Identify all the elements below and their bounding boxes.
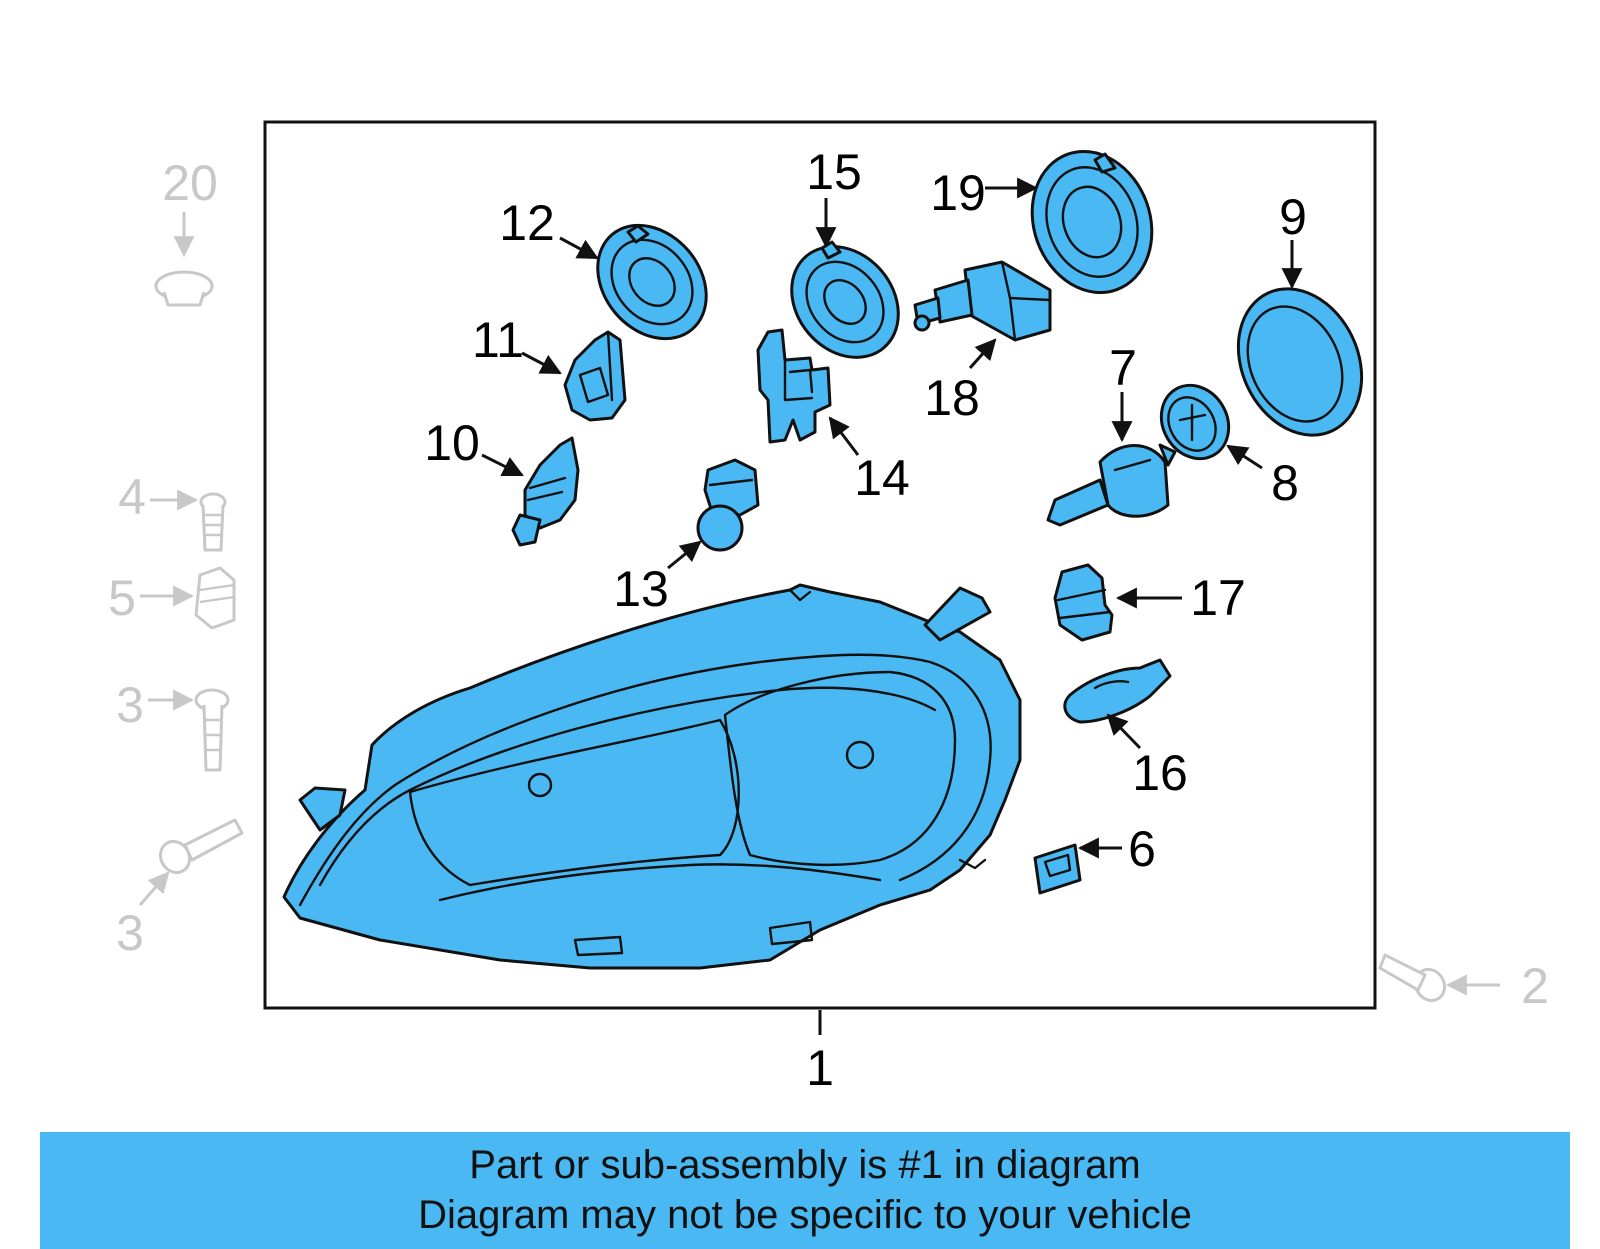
part-9-cap[interactable] <box>1215 269 1384 456</box>
callout-9: 9 <box>1279 189 1307 245</box>
part-15-cap[interactable] <box>770 225 921 379</box>
part-16-bulb[interactable] <box>1063 658 1172 724</box>
callout-8: 8 <box>1271 455 1299 511</box>
callout-2: 2 <box>1521 958 1549 1014</box>
callout-7: 7 <box>1109 340 1137 396</box>
callout-5: 5 <box>108 570 136 626</box>
callout-16: 16 <box>1132 745 1188 801</box>
part-13-bulb[interactable] <box>696 458 760 552</box>
info-banner: Part or sub-assembly is #1 in diagram Di… <box>40 1132 1570 1249</box>
part-11-socket[interactable] <box>563 330 627 422</box>
callout-17: 17 <box>1190 570 1246 626</box>
callout-3-lower: 3 <box>116 905 144 961</box>
part-18-connector[interactable] <box>913 260 1052 342</box>
callout-14: 14 <box>854 450 910 506</box>
callout-20: 20 <box>162 155 218 211</box>
callout-11: 11 <box>472 312 524 368</box>
part-3-bolt-lower[interactable] <box>155 818 244 878</box>
leader-arrows <box>138 177 1500 996</box>
callout-1: 1 <box>806 1040 834 1096</box>
assembly-frame <box>263 120 1377 1010</box>
part-5-nut[interactable] <box>194 566 236 630</box>
part-7-bulb[interactable] <box>1046 443 1177 527</box>
part-14-bracket[interactable] <box>756 328 832 444</box>
part-8-socket[interactable] <box>1148 373 1241 471</box>
callout-15: 15 <box>806 144 862 200</box>
callout-19: 19 <box>930 165 986 221</box>
part-19-dust-cap[interactable] <box>1013 135 1171 310</box>
callout-6: 6 <box>1128 821 1156 877</box>
part-2-bolt[interactable] <box>1378 953 1450 1006</box>
part-10-bulb[interactable] <box>511 436 580 547</box>
callout-4: 4 <box>118 469 146 525</box>
callout-3-upper: 3 <box>116 677 144 733</box>
callout-12: 12 <box>499 195 555 251</box>
part-4-screw[interactable] <box>199 492 227 552</box>
part-20-plug[interactable] <box>154 270 214 307</box>
part-17-socket[interactable] <box>1053 563 1114 642</box>
parts-diagram: 1 2 3 3 4 5 6 7 8 9 10 11 12 13 14 15 16… <box>108 120 1549 1096</box>
part-6-clip[interactable] <box>1033 843 1082 895</box>
callout-13: 13 <box>613 561 669 617</box>
part-12-cap[interactable] <box>575 204 728 361</box>
headlamp-assembly[interactable] <box>282 583 1022 970</box>
banner-line-2: Diagram may not be specific to your vehi… <box>418 1193 1192 1237</box>
callout-10: 10 <box>424 415 480 471</box>
banner-line-1: Part or sub-assembly is #1 in diagram <box>469 1143 1141 1187</box>
callout-18: 18 <box>924 370 980 426</box>
part-3-bolt-upper[interactable] <box>194 688 230 772</box>
